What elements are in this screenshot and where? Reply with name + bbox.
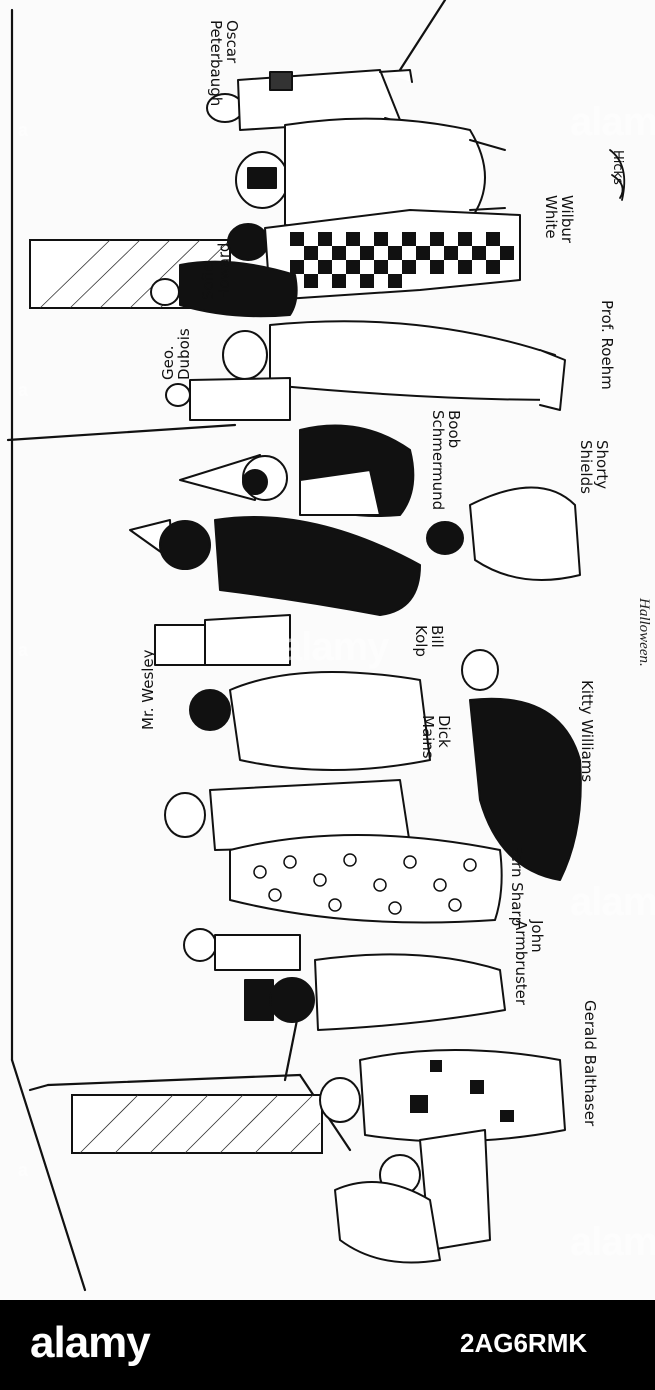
figure-dick-mains xyxy=(189,671,431,771)
door-panel-bottom xyxy=(71,1094,323,1154)
label-kitty-williams: Kitty Williams xyxy=(578,680,596,783)
figure-gerald-balthaser xyxy=(319,1049,566,1143)
floor-edge-line xyxy=(10,1058,87,1292)
figure-chef xyxy=(154,614,291,666)
label-dick-mains: Dick Mains xyxy=(419,715,453,759)
watermark: alamy xyxy=(570,880,655,924)
figure-geo-dubois xyxy=(165,377,291,421)
figure-boob-schmermund xyxy=(179,424,415,517)
stock-footer-bar: alamy 2AG6RMK xyxy=(0,1300,655,1390)
label-geo-dubois: Geo. Dubois xyxy=(159,328,193,380)
figure-basket-carrier xyxy=(334,1129,491,1264)
watermark: alamy xyxy=(280,625,389,669)
illustration-page: Oscar Peterbaugh Wilbur White Sofie Howa… xyxy=(6,0,655,1292)
label-prof-roehm: Prof. Roehm xyxy=(598,300,616,390)
artist-signature: Hicks xyxy=(610,150,625,185)
watermark-fragment: a xyxy=(18,380,29,400)
label-sofie-howard: Sofie Howard xyxy=(199,242,233,300)
alamy-logo: alamy xyxy=(30,1318,151,1367)
figure-ghost xyxy=(235,117,506,233)
watermark: alamy xyxy=(570,100,655,144)
label-fern-sharp: Fern Sharp xyxy=(508,845,526,927)
figure-bill-kolp xyxy=(129,516,421,616)
label-wilbur-white: Wilbur White xyxy=(542,195,576,244)
label-john-armbruster: John Armbruster xyxy=(512,920,546,1006)
figure-shorty-shields xyxy=(426,486,581,581)
watermark-fragment: a xyxy=(18,1160,29,1180)
figure-kitty-williams xyxy=(461,649,582,881)
ceiling-line xyxy=(6,423,237,442)
figure-john-armbruster xyxy=(244,953,506,1031)
figure-fern-sharp xyxy=(229,834,503,924)
caption-halloween: Halloween. xyxy=(636,598,652,667)
label-boob-schmermund: Boob Schmermund xyxy=(429,410,463,511)
figure-prof-roehm xyxy=(222,320,566,411)
label-bill-kolp: Bill Kolp xyxy=(412,625,446,657)
label-mr-wesley: Mr. Wesley xyxy=(139,649,157,730)
label-shorty-shields: Shorty Shields xyxy=(577,440,611,494)
figure-mr-wesley xyxy=(164,779,411,851)
image-id: 2AG6RMK xyxy=(460,1328,588,1358)
watermark-fragment: a xyxy=(18,120,29,140)
halloween-line-drawing xyxy=(6,0,626,1292)
label-oscar-peterbaugh: Oscar Peterbaugh xyxy=(207,20,241,107)
label-gerald-balthaser: Gerald Balthaser xyxy=(581,1000,599,1127)
broom-handle xyxy=(398,0,447,72)
figure-sofie-howard xyxy=(150,260,298,318)
figure-wilbur-white xyxy=(227,209,521,301)
watermark: alamy xyxy=(570,1220,655,1264)
doorway-line xyxy=(46,1073,302,1087)
figure-feathered xyxy=(183,928,301,971)
watermark-fragment: a xyxy=(18,640,29,660)
